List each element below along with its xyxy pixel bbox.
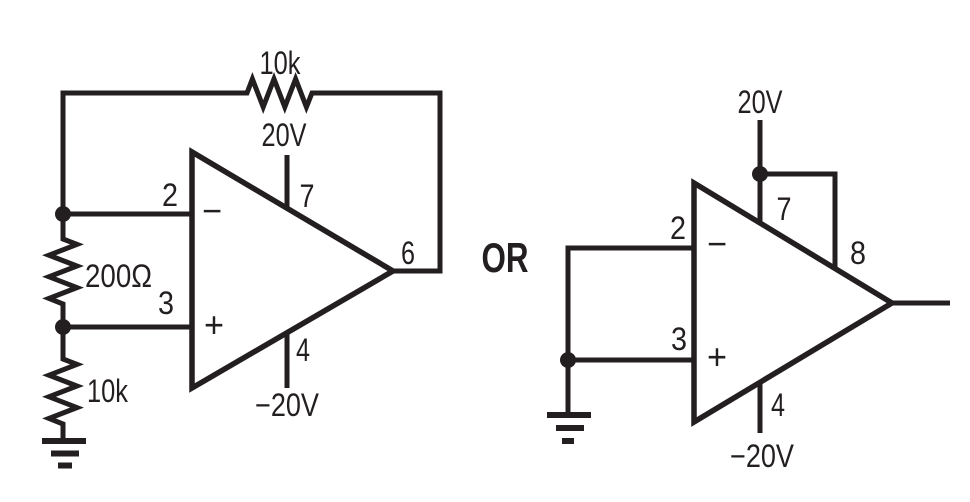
pin4-label: 4 [296,332,310,368]
pin4-label: 4 [771,387,785,423]
ground-symbol [547,412,591,444]
noninverting-sign: + [204,304,224,345]
junction-dot-inverting [55,206,71,222]
feedback-loop-and-divider-wire [42,72,443,441]
opamp-triangle [691,178,898,427]
divider-upper-resistor-label: 200Ω [85,258,152,294]
divider-lower-resistor-label: 10k [87,373,129,409]
pin3-label: 3 [671,321,687,357]
negative-supply-label: −20V [255,387,320,423]
pin7-label: 7 [300,178,315,214]
feedback-resistor-label: 10k [260,45,302,81]
positive-supply-label: 20V [262,117,308,153]
ground-symbol [42,438,86,469]
pin3-label: 3 [158,285,174,321]
opamp-triangle [189,147,399,393]
junction-dot-supply [752,166,768,182]
inverting-sign: − [202,190,222,231]
negative-supply-label: −20V [730,438,795,474]
pin7-pin8-strap-wire [760,171,838,271]
positive-supply-label: 20V [738,84,784,120]
pin6-label: 6 [401,235,415,271]
pin2-label: 2 [162,177,178,213]
left-circuit: 10k 20V 7 2 − 3 + 200Ω 10k 4 −20V 6 [42,45,443,469]
pin8-label: 8 [850,235,866,271]
right-circuit: 20V 7 8 2 − 3 + 4 −20V [547,84,950,474]
inverting-sign: − [707,223,727,264]
or-separator-label: OR [482,234,529,281]
pin7-label: 7 [777,191,792,227]
junction-dot-input [560,352,576,368]
pin2-label: 2 [670,210,686,246]
junction-dot-noninverting [55,319,71,335]
noninverting-sign: + [707,336,727,377]
